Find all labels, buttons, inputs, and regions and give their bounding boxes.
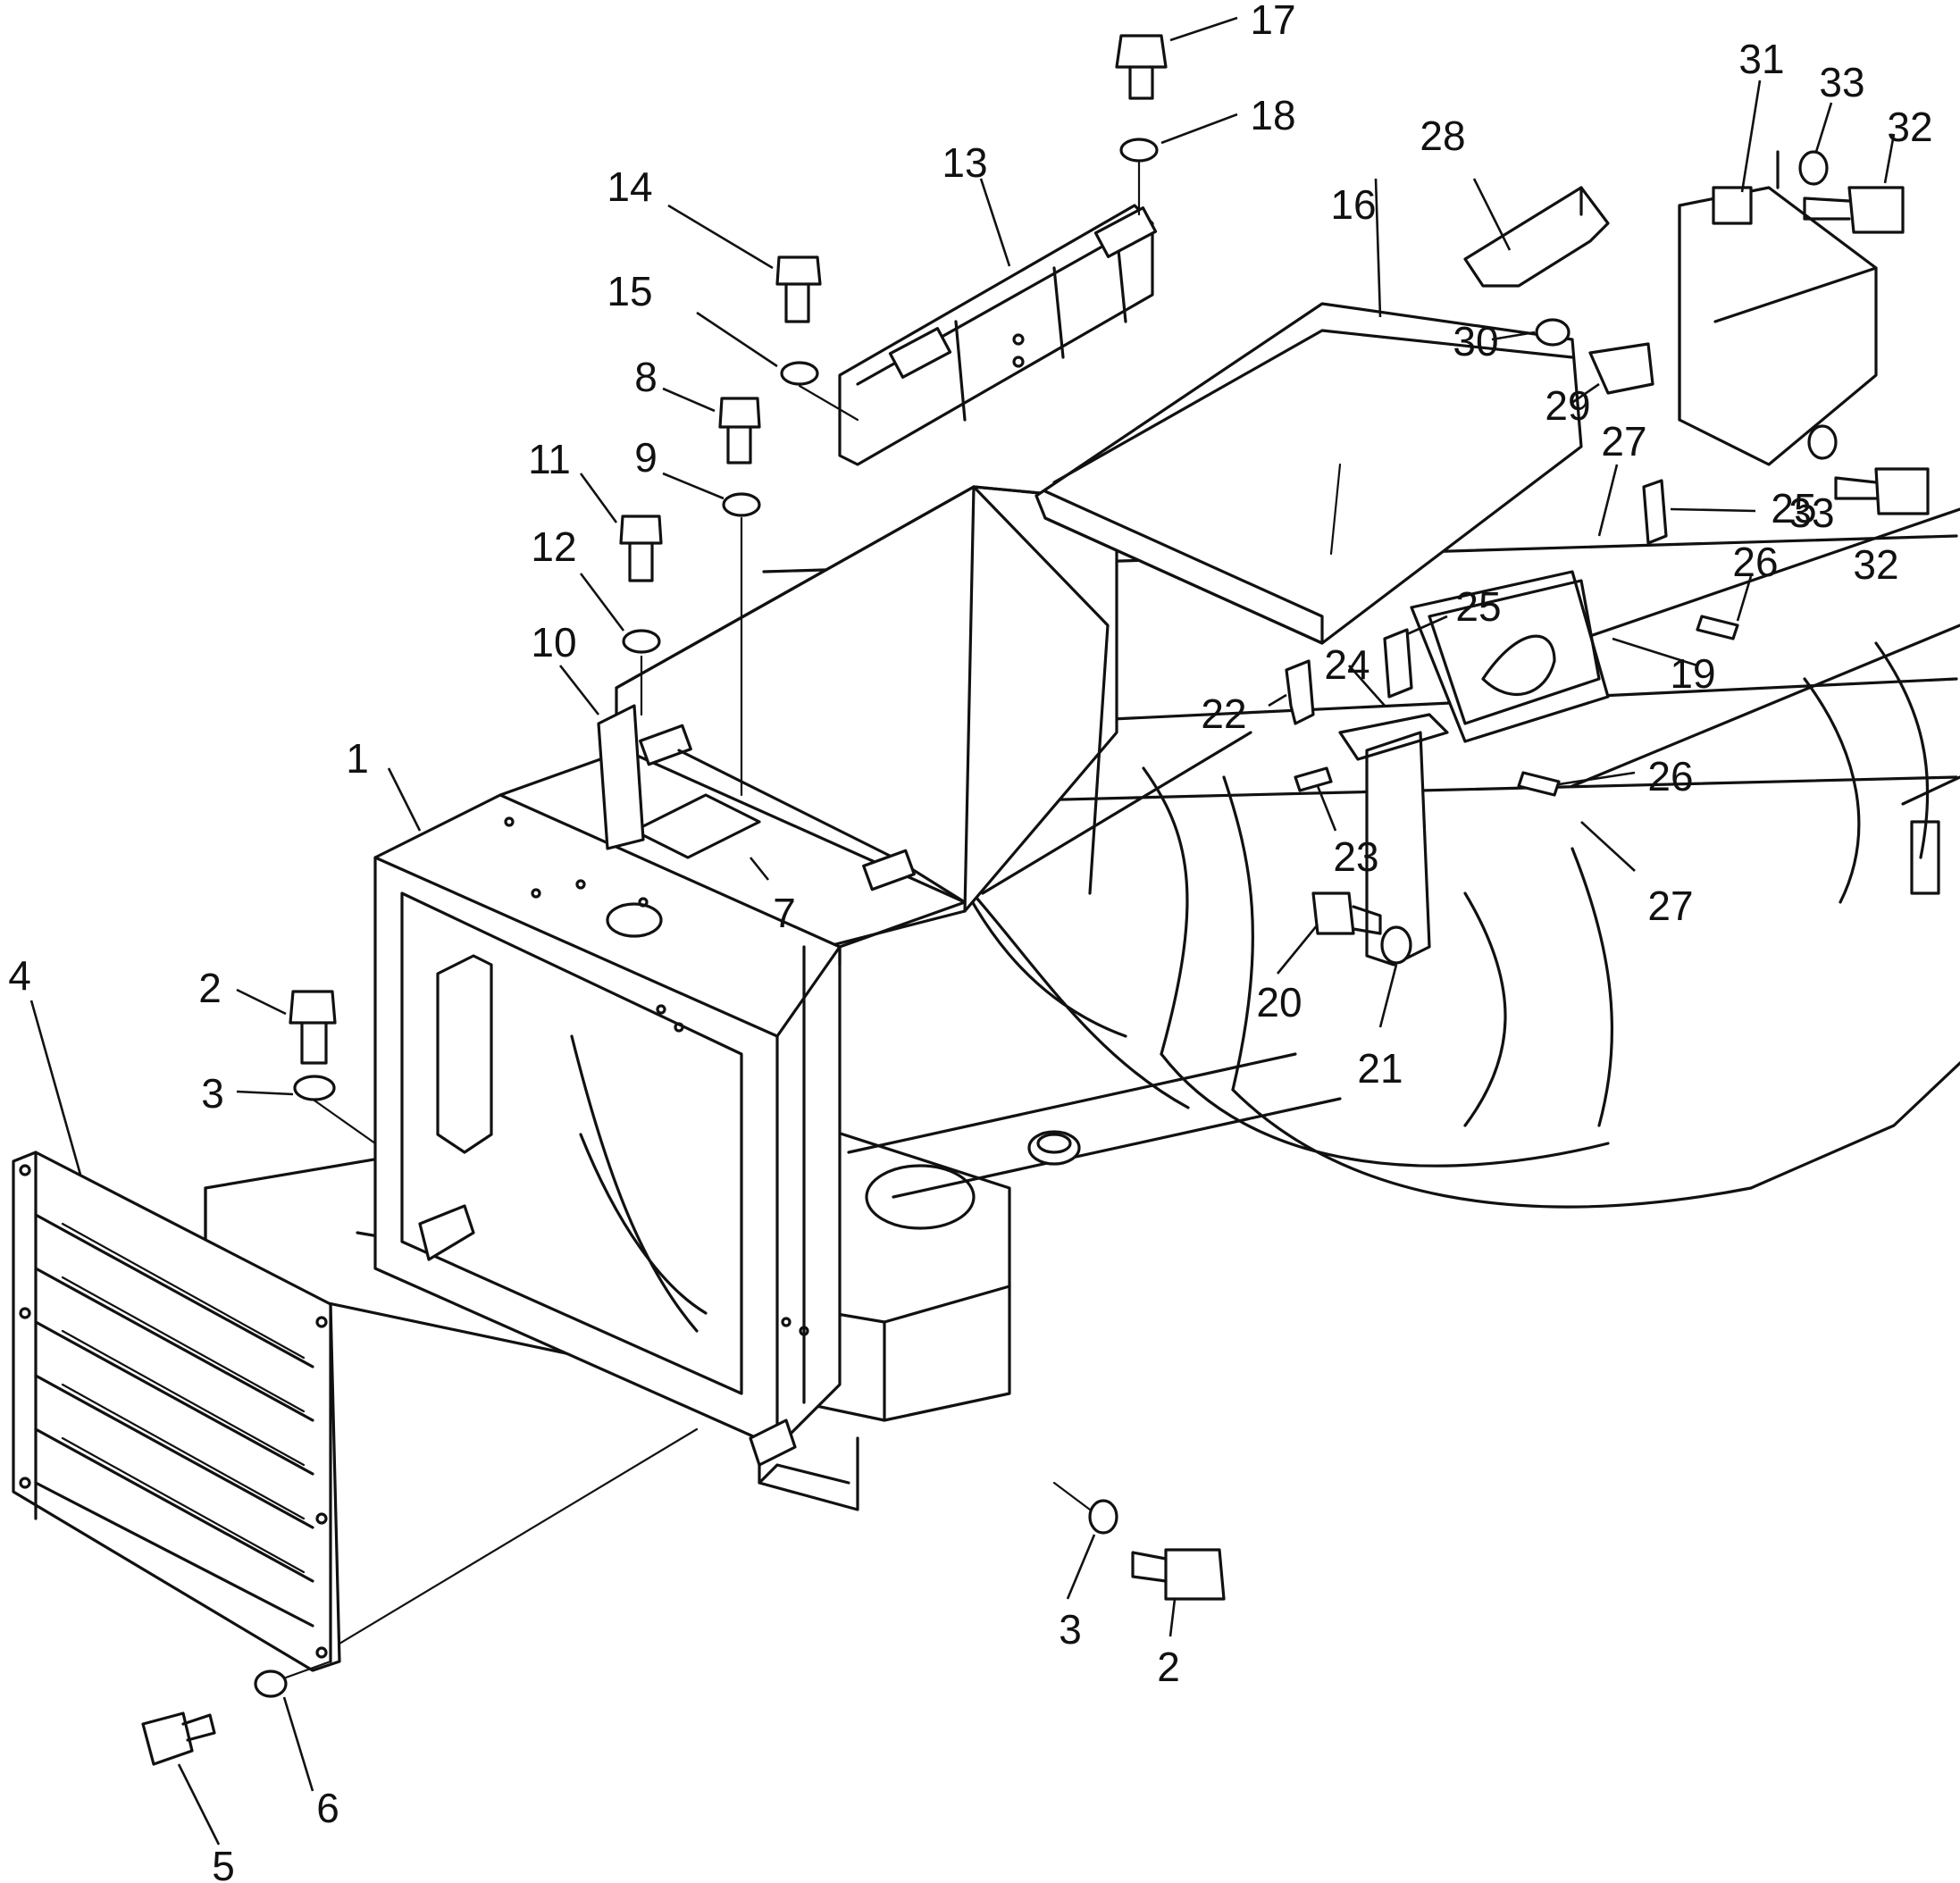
label-p16: 16 (1330, 181, 1376, 228)
label-p8: 8 (634, 354, 658, 400)
label-p2b: 2 (1157, 1644, 1180, 1690)
label-p21: 21 (1357, 1045, 1403, 1092)
label-p5: 5 (212, 1843, 235, 1883)
label-p12: 12 (531, 523, 576, 570)
label-p20: 20 (1256, 979, 1302, 1025)
radiator-guard-frame (373, 749, 967, 1467)
label-p14: 14 (607, 163, 652, 210)
label-p7: 7 (773, 890, 796, 936)
hinge-bracket (597, 704, 967, 904)
label-p27b: 27 (1647, 883, 1693, 929)
label-p19: 19 (1670, 650, 1715, 697)
fasteners (141, 34, 1930, 1766)
label-p3b: 3 (1059, 1606, 1082, 1653)
front-grille (12, 1151, 341, 1672)
label-p17: 17 (1250, 0, 1295, 43)
label-p15: 15 (607, 268, 652, 314)
label-p1: 1 (346, 735, 369, 782)
label-p28: 28 (1420, 113, 1465, 159)
label-p11: 11 (528, 436, 571, 482)
label-p2a: 2 (198, 965, 222, 1011)
label-p25a: 25 (1771, 485, 1816, 531)
label-p4: 4 (8, 952, 31, 999)
label-p32a: 32 (1887, 104, 1932, 150)
engine-body (615, 302, 1610, 1002)
label-p3a: 3 (201, 1070, 224, 1117)
support-bracket (1463, 186, 1610, 288)
label-p22: 22 (1201, 690, 1246, 737)
side-rail (838, 204, 1158, 466)
callout-labels: 1 2 2 3 3 4 5 6 7 8 9 10 11 12 13 14 15 … (8, 0, 1932, 1883)
label-p13: 13 (942, 139, 987, 186)
label-p26b: 26 (1647, 753, 1693, 799)
label-p23: 23 (1333, 833, 1378, 880)
label-p18: 18 (1250, 92, 1295, 138)
leader-lines (29, 16, 1896, 1845)
rear-cover (1678, 150, 1878, 466)
label-p26a: 26 (1732, 539, 1778, 585)
label-p33a: 33 (1819, 59, 1864, 105)
label-p10: 10 (531, 619, 576, 665)
label-p31: 31 (1738, 36, 1784, 82)
label-p27a: 27 (1601, 418, 1646, 464)
label-p6: 6 (316, 1785, 339, 1831)
label-p24: 24 (1324, 641, 1369, 688)
label-p25b: 25 (1455, 583, 1501, 630)
label-p30: 30 (1453, 318, 1498, 364)
label-p9: 9 (634, 434, 658, 481)
label-p33b: 33 (1788, 490, 1834, 536)
label-p32b: 32 (1853, 541, 1898, 588)
label-p29: 29 (1545, 382, 1590, 429)
